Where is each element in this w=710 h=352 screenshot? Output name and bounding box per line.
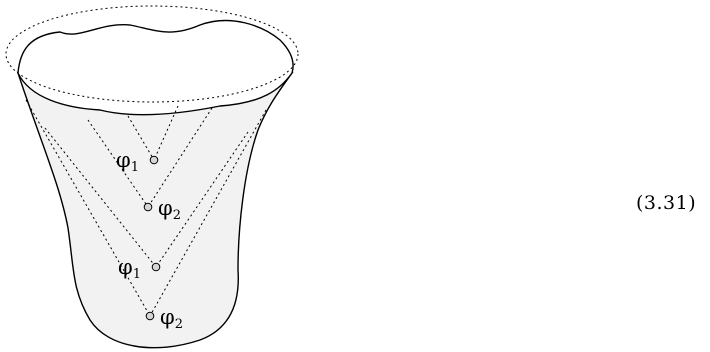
asymptotic-boundary-ellipse bbox=[5, 5, 299, 103]
spacetime-diagram: φ1 φ2 φ1 φ2 bbox=[5, 5, 299, 349]
light-cone-lines bbox=[25, 99, 267, 317]
operator-points bbox=[143, 155, 161, 321]
operator-point-phi1-upper bbox=[149, 155, 159, 165]
operator-label-phi1-lower: φ1 bbox=[118, 255, 141, 282]
operator-label-phi2-lower: φ2 bbox=[160, 305, 183, 332]
operator-label-phi1-upper: φ1 bbox=[116, 148, 139, 175]
operator-point-phi1-lower bbox=[151, 262, 161, 272]
operator-point-phi2-upper bbox=[143, 202, 153, 212]
operator-point-phi2-lower bbox=[145, 311, 155, 321]
operator-label-phi2-upper: φ2 bbox=[158, 196, 181, 223]
boundary-cross-section bbox=[17, 19, 294, 116]
equation-number: (3.31) bbox=[636, 192, 697, 214]
